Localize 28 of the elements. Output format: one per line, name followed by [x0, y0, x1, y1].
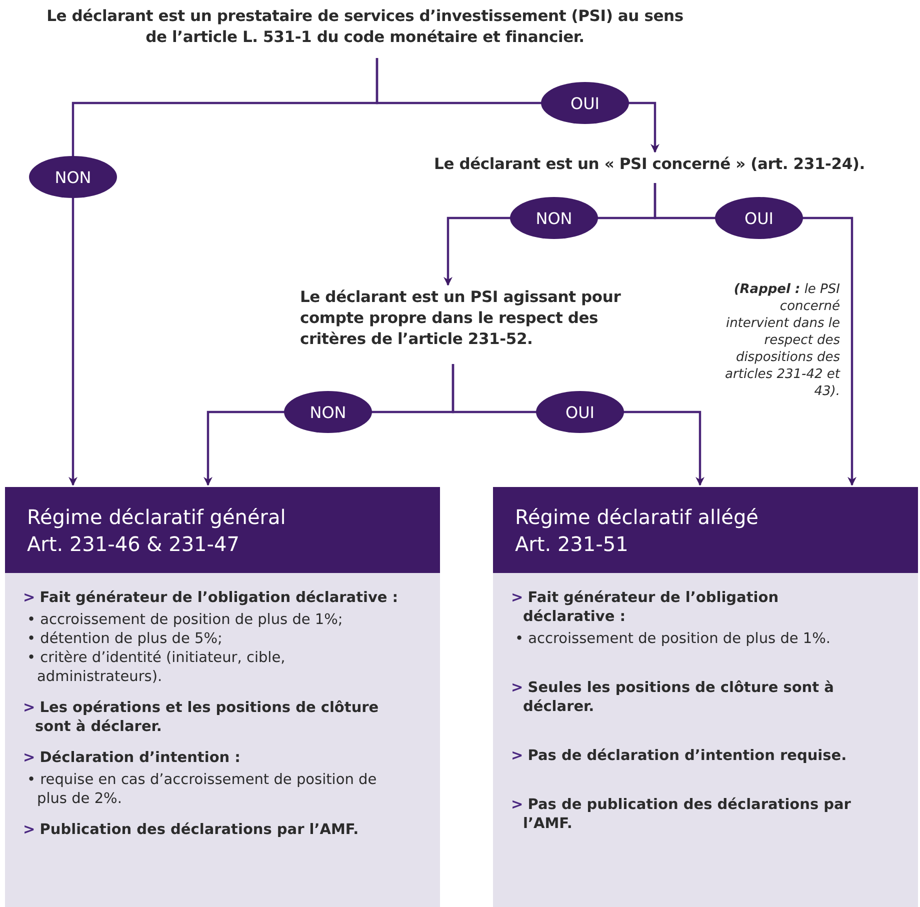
bullet-point: • détention de plus de 5%; — [26, 630, 224, 649]
edge-label: NON — [284, 391, 372, 433]
criterion-item: > Pas de déclaration d’intention requise. — [511, 747, 848, 766]
edge-label: OUI — [541, 82, 629, 124]
question-text: Le déclarant est un « PSI concerné » (art. 231-24). — [425, 154, 865, 175]
bullet-point: • requise en cas d’accroissement de position de plus de 2%. — [26, 771, 378, 809]
bullet-point: • critère d’identité (initiateur, cible, administrateurs). — [26, 649, 286, 687]
criterion-item: > Publication des déclarations par l’AMF. — [23, 821, 360, 840]
reminder-note: (Rappel : le PSI concerné intervient dans le respect des dispositions des articles 231-42 et 43). — [724, 281, 840, 400]
card-header: Régime déclaratif allégé Art. 231-51 — [493, 487, 918, 573]
bullet-point: • accroissement de position de plus de 1%; — [26, 611, 344, 630]
bullet-point: • accroissement de position de plus de 1%. — [514, 630, 832, 649]
question-text: Le déclarant est un PSI agissant pour compte propre dans le respect des critères de l’article 231-52. — [300, 287, 630, 350]
regime-card — [493, 487, 918, 907]
edge-label: OUI — [536, 391, 624, 433]
criterion-item: > Seules les positions de clôture sont à déclarer. — [511, 679, 835, 717]
edge-label: NON — [510, 197, 598, 239]
criterion-item: > Fait générateur de l’obligation déclarative : — [511, 589, 780, 627]
card-header: Régime déclaratif général Art. 231-46 & 231-47 — [5, 487, 440, 573]
criterion-item: > Fait générateur de l’obligation déclarative : — [23, 589, 400, 608]
edge-label: NON — [29, 156, 117, 198]
question-text: Le déclarant est un prestataire de services d’investissement (PSI) au sens de l’article L. 531-1 du code monétaire et financier. — [40, 6, 690, 48]
flow-arrow — [68, 58, 378, 486]
criterion-item: > Pas de publication des déclarations par l’AMF. — [511, 796, 852, 834]
edge-label: OUI — [715, 197, 803, 239]
criterion-item: > Les opérations et les positions de clôture sont à déclarer. — [23, 699, 380, 737]
criterion-item: > Déclaration d’intention : — [23, 749, 242, 768]
regime-card — [5, 487, 440, 907]
